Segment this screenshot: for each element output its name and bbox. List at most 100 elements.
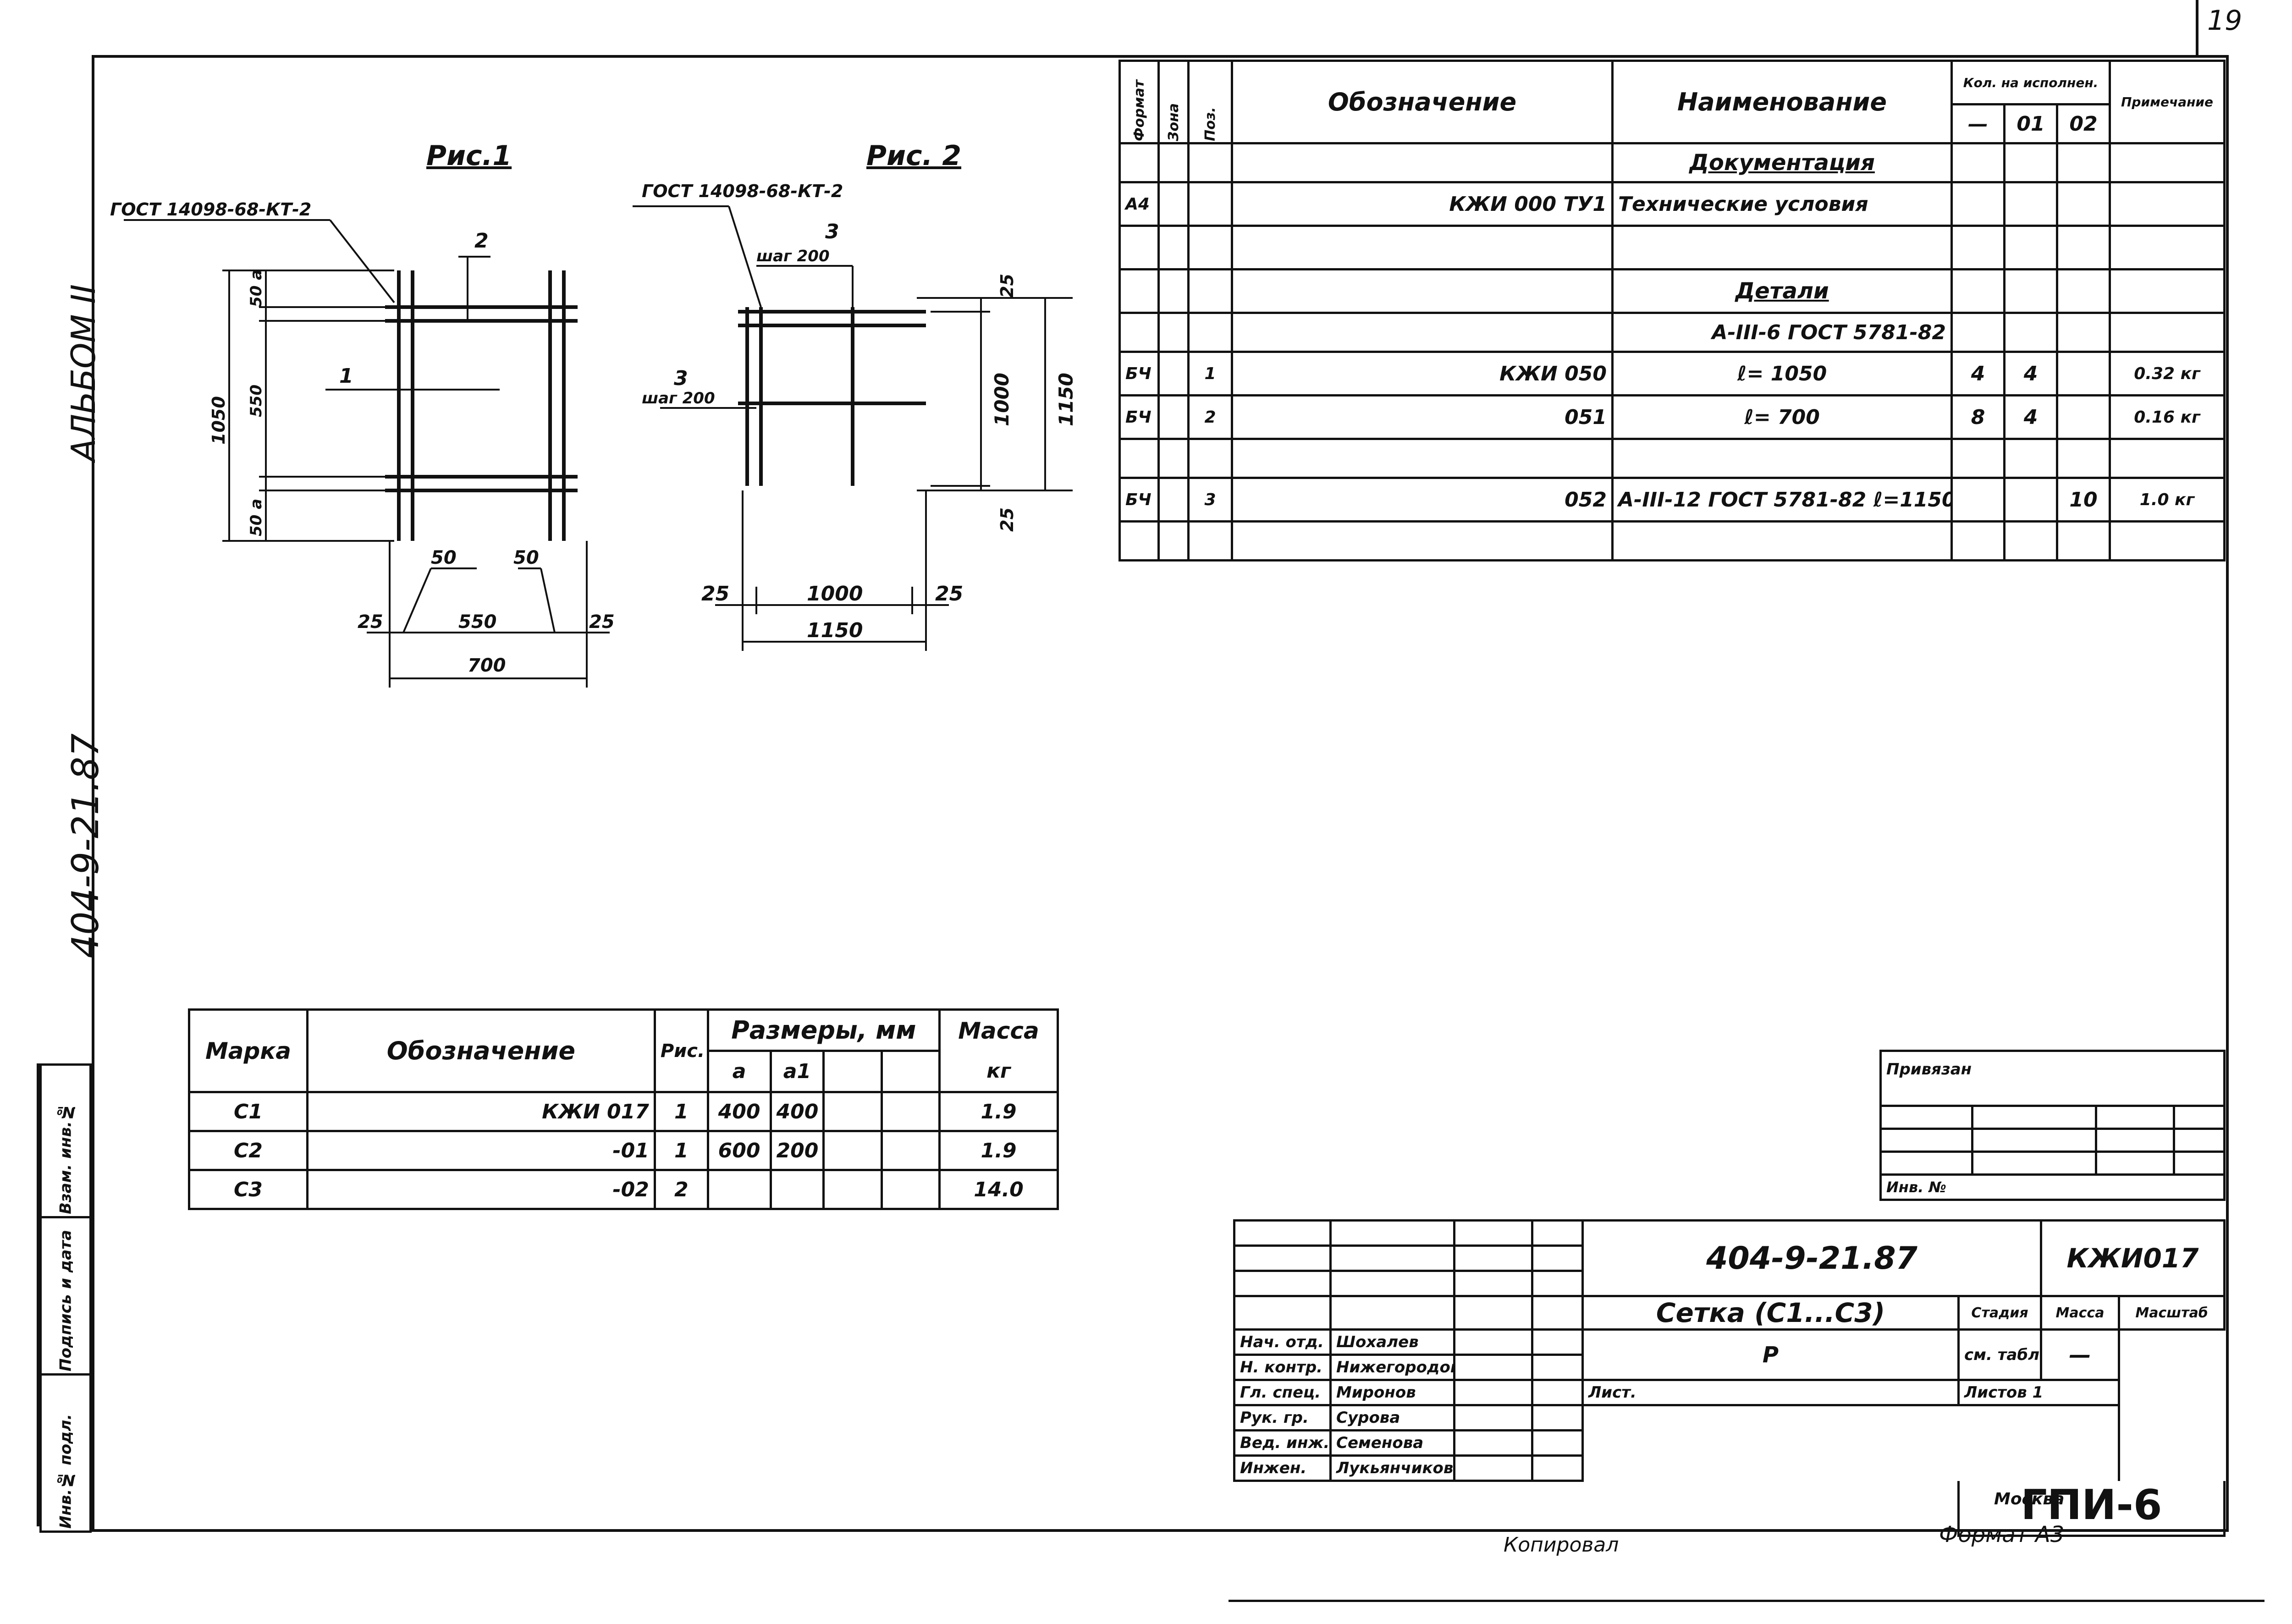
- spec-row: Документация: [1118, 142, 2226, 183]
- fig1-pos-2: 2: [474, 229, 489, 253]
- spec-note: 0.32 кг: [2109, 351, 2226, 396]
- scale-value: —: [2040, 1328, 2121, 1381]
- spec-pos: [1187, 438, 1233, 479]
- signature-date: [1531, 1429, 1584, 1457]
- marks-fig: 2: [653, 1169, 709, 1210]
- spec-q3: [2055, 142, 2111, 183]
- marks-header-empty: [822, 1050, 883, 1093]
- fig2-dim-25-right: 25: [935, 582, 963, 606]
- signature-date: [1531, 1379, 1584, 1406]
- spec-q2: [2003, 438, 2058, 479]
- spec-q3: [2055, 351, 2111, 396]
- fig1-dim-total-v: 1050: [209, 396, 229, 445]
- spec-q3: [2055, 268, 2111, 314]
- spec-pos: 3: [1187, 477, 1233, 523]
- spec-zone: [1157, 351, 1190, 396]
- side-stamp-field: Инв.№ подл.: [40, 1374, 91, 1532]
- spec-zone: [1157, 225, 1190, 270]
- spec-note: 0.16 кг: [2109, 394, 2226, 440]
- fig2-title: Рис. 2: [866, 140, 961, 172]
- fig2-dim-1000-v: 1000: [991, 373, 1013, 426]
- spec-designation: [1231, 268, 1614, 314]
- fig2-dim-25-left: 25: [701, 582, 729, 606]
- signature-role: Рук. гр.: [1233, 1404, 1332, 1431]
- fig2-gost-label: ГОСТ 14098-68-КТ-2: [642, 181, 843, 201]
- stage-value: Р: [1581, 1328, 1960, 1381]
- marks-a: [706, 1169, 772, 1210]
- doc-mark: КЖИ017: [2040, 1219, 2226, 1297]
- spec-designation: [1231, 142, 1614, 183]
- marks-a1: [769, 1169, 825, 1210]
- signature-name: Миронов: [1329, 1379, 1455, 1406]
- fig1-pos-1: 1: [339, 364, 353, 388]
- spec-designation: 052: [1231, 477, 1614, 523]
- signature-role: Вед. инж.: [1233, 1429, 1332, 1457]
- spec-designation: [1231, 438, 1614, 479]
- spec-name: А-III-6 ГОСТ 5781-82: [1611, 312, 1953, 353]
- fig1-title: Рис.1: [426, 140, 512, 172]
- spec-pos: [1187, 225, 1233, 270]
- spec-header-q2: 01: [2003, 103, 2058, 144]
- spec-row: [1118, 225, 2226, 270]
- marks-a: 400: [706, 1091, 772, 1132]
- spec-row: Детали: [1118, 268, 2226, 314]
- spec-name: А-III-12 ГОСТ 5781-82 ℓ=1150: [1611, 477, 1953, 523]
- spec-q2: [2003, 312, 2058, 353]
- fig2-dim-1150-v: 1150: [1055, 373, 1073, 426]
- signature-row: Вед. инж.Семенова: [1233, 1429, 2225, 1457]
- marks-fig: 1: [653, 1130, 709, 1171]
- spec-designation: КЖИ 050: [1231, 351, 1614, 396]
- marks-header-a1: а1: [769, 1050, 825, 1093]
- spec-q2: [2003, 268, 2058, 314]
- fig1-dim-700: 700: [468, 655, 506, 676]
- signature-mark: [1453, 1379, 1533, 1406]
- spec-format: [1118, 142, 1160, 183]
- spec-name: ℓ= 700: [1611, 394, 1953, 440]
- spec-q3: [2055, 520, 2111, 562]
- figure-1-drawing: Рис.1 ГОСТ 14098-68-КТ-2 2 1 50 а 550 50…: [110, 140, 615, 688]
- spec-q1: [1950, 268, 2006, 314]
- spec-format: [1118, 312, 1160, 353]
- spec-format: [1118, 268, 1160, 314]
- spec-row: А-III-6 ГОСТ 5781-82: [1118, 312, 2226, 353]
- spec-note: [2109, 225, 2226, 270]
- sheets-label: Листов 1: [1957, 1379, 2121, 1406]
- spec-header-qty: Кол. на исполнен.: [1950, 60, 2111, 105]
- marks-header-mass: Масса: [938, 1008, 1059, 1051]
- signature-mark: [1453, 1429, 1533, 1457]
- title-block: 404-9-21.87 КЖИ017 Сетка (С1...С3) Стади…: [1233, 1219, 2226, 1537]
- bottom-rule: [1229, 1600, 2264, 1602]
- fig2-step-top: шаг 200: [756, 247, 830, 265]
- marks-designation: -02: [306, 1169, 656, 1210]
- signature-role: Н. контр.: [1233, 1354, 1332, 1381]
- spec-format: БЧ: [1118, 477, 1160, 523]
- spec-format: [1118, 225, 1160, 270]
- marks-mass: 14.0: [938, 1169, 1059, 1210]
- spec-designation: КЖИ 000 ТУ1: [1231, 181, 1614, 227]
- fig2-step-side: шаг 200: [642, 389, 715, 407]
- spec-zone: [1157, 394, 1190, 440]
- signature-name: Нижегородова: [1329, 1354, 1455, 1381]
- spec-header-pos: Поз.: [1188, 61, 1232, 143]
- signature-date: [1531, 1454, 1584, 1482]
- marks-mark: С3: [188, 1169, 309, 1210]
- spec-q3: 10: [2055, 477, 2111, 523]
- item-name: Сетка (С1...С3): [1581, 1295, 1960, 1331]
- marks-mass: 1.9: [938, 1091, 1059, 1132]
- drawing-frame: [92, 55, 2229, 1532]
- signature-date: [1531, 1354, 1584, 1381]
- spec-q1: [1950, 312, 2006, 353]
- spec-header-note: Примечание: [2109, 60, 2226, 144]
- spec-q1: [1950, 181, 2006, 227]
- spec-name: Технические условия: [1611, 181, 1953, 227]
- spec-header-format: Формат: [1119, 61, 1159, 143]
- spec-note: [2109, 268, 2226, 314]
- spec-designation: [1231, 225, 1614, 270]
- spec-zone: [1157, 438, 1190, 479]
- spec-zone: [1157, 520, 1190, 562]
